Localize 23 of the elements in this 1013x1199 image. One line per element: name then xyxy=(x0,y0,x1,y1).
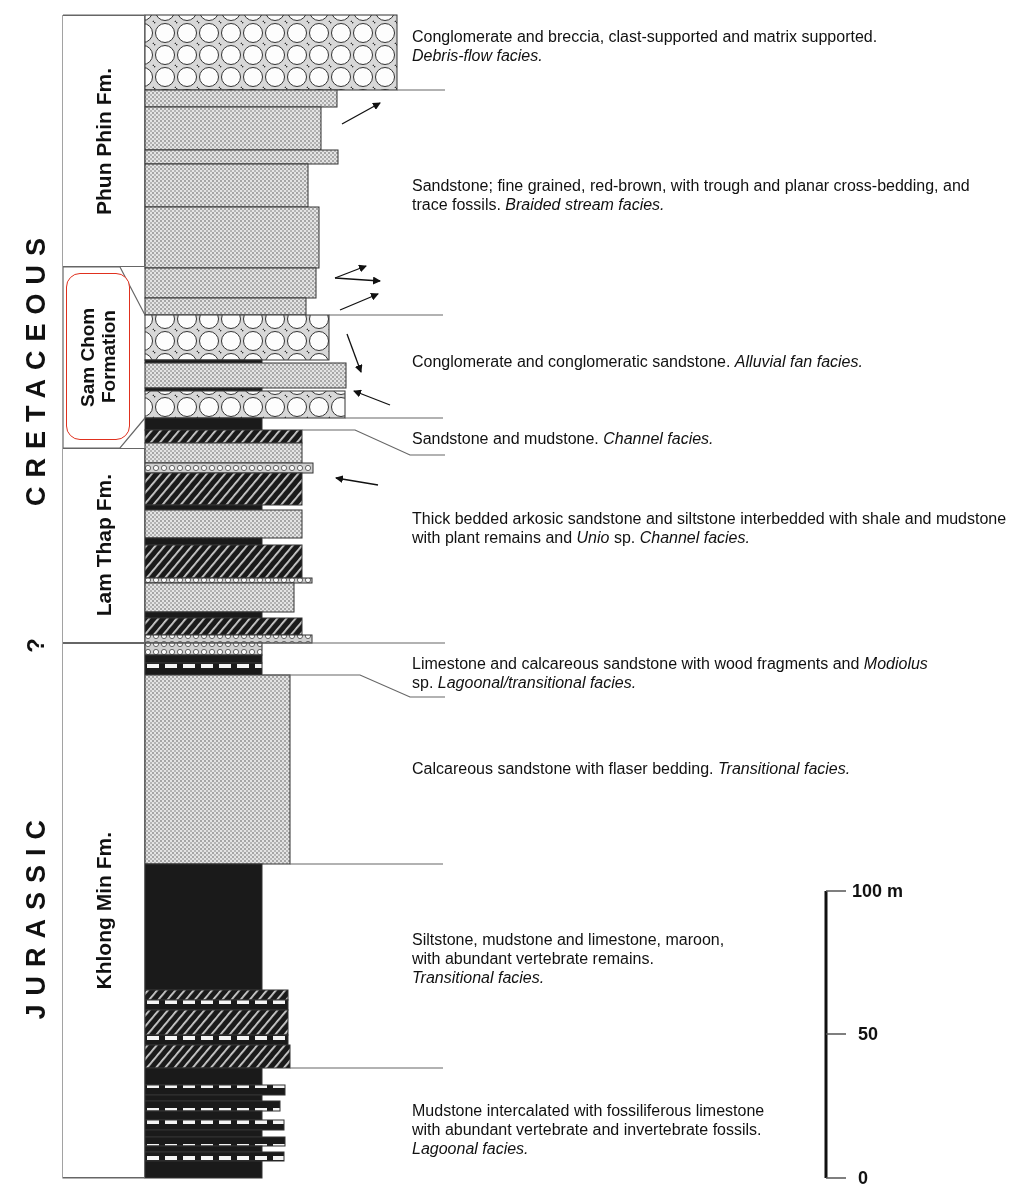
formation-box xyxy=(63,15,145,267)
facies-description: Calcareous sandstone with flaser bedding. Transitional facies. xyxy=(412,759,852,778)
formation-box xyxy=(63,448,145,643)
facies-description: Limestone and calcareous sandstone with wood fragments and Modiolus sp. Lagoonal/transitional facies. xyxy=(412,654,929,692)
scale-label: 50 xyxy=(858,1023,879,1045)
scale-label: 100 m xyxy=(852,880,904,902)
period-label: ? xyxy=(22,637,50,653)
facies-description: Thick bedded arkosic sandstone and siltstone interbedded with shale and mudstone with plant remains and Unio sp. Channel facies. xyxy=(412,509,1008,547)
formation-name: Phun Phin Fm. xyxy=(92,67,115,215)
facies-description: Siltstone, mudstone and limestone, maroon, with abundant vertebrate remains. Transitional facies. xyxy=(412,930,726,987)
period-label: JURASSIC xyxy=(20,810,52,1020)
formation-name: Lam Thap Fm. xyxy=(92,474,115,617)
formation-box xyxy=(63,643,145,1178)
facies-description: Conglomerate and breccia, clast-supported and matrix supported. Debris-flow facies. xyxy=(412,27,879,65)
period-label: CRETACEOUS xyxy=(20,229,52,507)
formation-name: Sam Chom Formation xyxy=(77,305,119,409)
facies-description: Conglomerate and conglomeratic sandstone. Alluvial fan facies. xyxy=(412,352,864,371)
facies-description: Sandstone; fine grained, red-brown, with trough and planar cross-bedding, and trace fossils. Braided stream facies. xyxy=(412,176,971,214)
scale-label: 0 xyxy=(858,1167,868,1189)
facies-description: Sandstone and mudstone. Channel facies. xyxy=(412,429,715,448)
formation-box xyxy=(66,273,130,440)
facies-description: Mudstone intercalated with fossiliferous limestone with abundant vertebrate and invertebrate fossils. Lagoonal facies. xyxy=(412,1101,766,1158)
formation-name: Khlong Min Fm. xyxy=(92,831,115,990)
